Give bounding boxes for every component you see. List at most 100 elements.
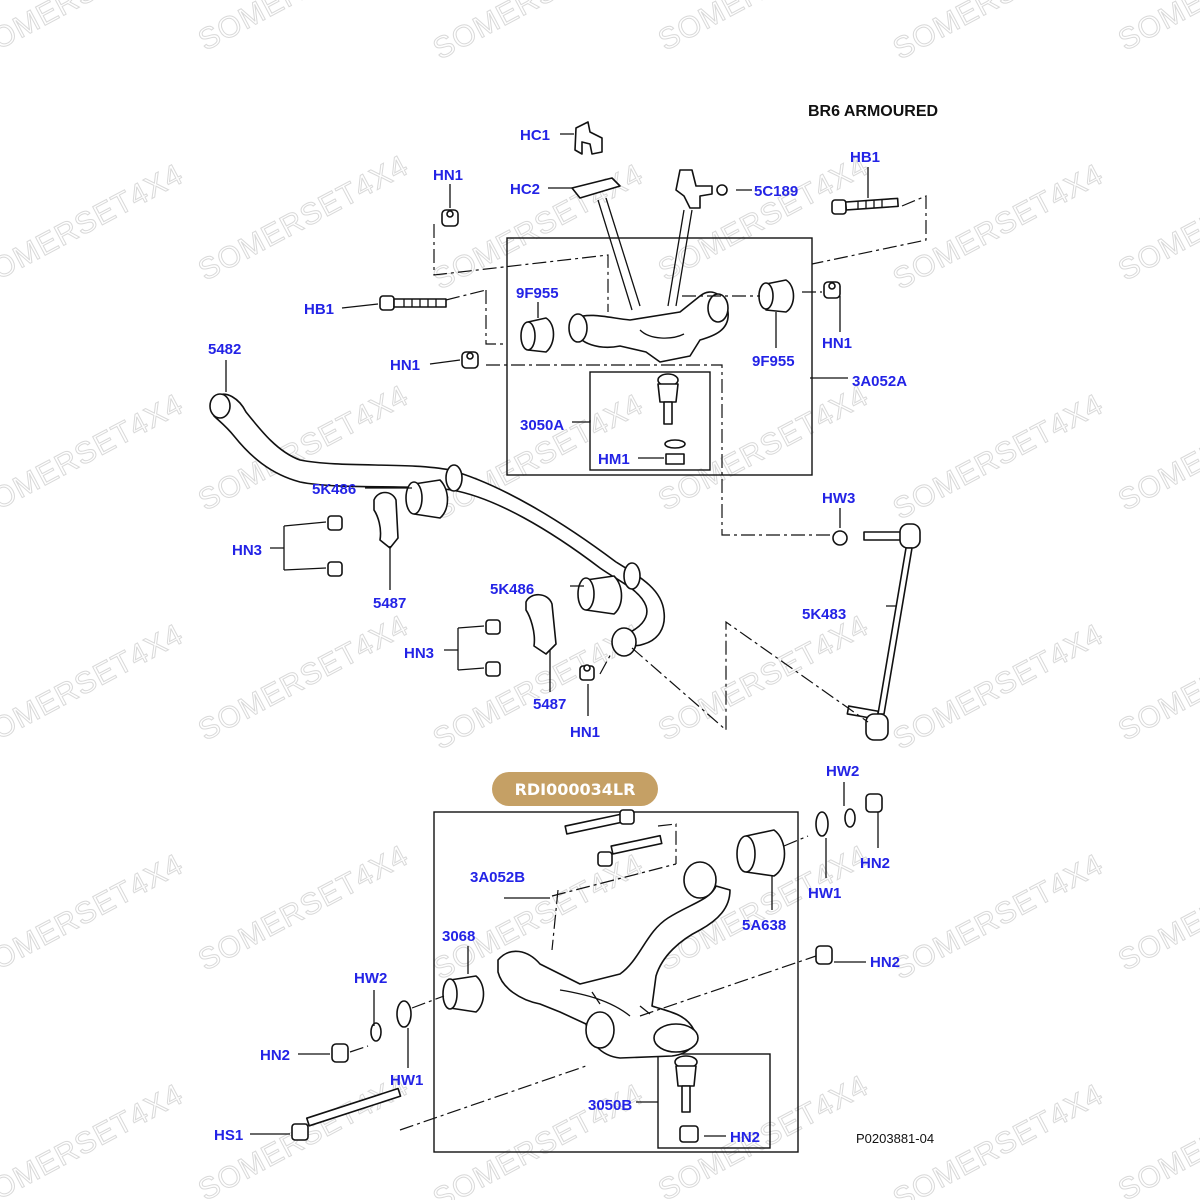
- nut-hn3-a1: [327, 515, 343, 531]
- watermark: SOMERSET4X4: [1113, 839, 1200, 977]
- label-hb1-rear: HB1: [850, 149, 880, 166]
- label-hb1-front: HB1: [304, 301, 334, 318]
- label-hn2-ball: HN2: [730, 1129, 760, 1146]
- axis-line-lower-top: [551, 823, 809, 951]
- stabiliser-bar-collar-a: [445, 464, 463, 492]
- leader-5c189: [667, 209, 693, 307]
- washer-hw1-rear: [815, 811, 829, 837]
- axis-line-hb1-rear: [811, 195, 927, 265]
- watermark: SOMERSET4X4: [888, 158, 1109, 296]
- label-hn2-rear: HN2: [860, 855, 890, 872]
- lower-arm-rear-eye: [683, 861, 717, 899]
- plate-hc2: [571, 177, 621, 199]
- label-9f955-front: 9F955: [516, 285, 559, 302]
- diagram-title: BR6 ARMOURED: [808, 103, 938, 120]
- label-3050a: 3050A: [520, 417, 564, 434]
- watermark: SOMERSET4X4: [0, 1078, 189, 1200]
- label-3068: 3068: [442, 928, 475, 945]
- nut-hn3-a2: [327, 561, 343, 577]
- ball-joint-lower-box: [657, 1053, 771, 1149]
- label-hc1: HC1: [520, 127, 550, 144]
- drop-link-5k483: [832, 523, 921, 741]
- label-hn2-front: HN2: [260, 1047, 290, 1064]
- part-number-badge[interactable]: RDI000034LR: [492, 772, 658, 806]
- watermark: SOMERSET4X4: [193, 0, 414, 57]
- label-3a052b: 3A052B: [470, 869, 525, 886]
- bush-3068: [442, 975, 485, 1013]
- label-hn2-mid: HN2: [870, 954, 900, 971]
- bolt-rdi-a: [564, 809, 635, 835]
- nut-hn3-b2: [485, 661, 501, 677]
- label-5a638: 5A638: [742, 917, 786, 934]
- stabiliser-bar-collar-b: [623, 562, 641, 590]
- bolt-hb1-rear: [831, 197, 899, 215]
- label-hn1-right: HN1: [822, 335, 852, 352]
- nut-hn2-mid: [815, 945, 833, 965]
- axis-line-hn1-lower: [599, 651, 613, 675]
- upper-arm: [575, 291, 729, 363]
- label-3a052a: 3A052A: [852, 373, 907, 390]
- bush-5k486-b: [577, 575, 623, 615]
- upper-arm-box: [506, 237, 813, 476]
- badge-label: RDI000034LR: [515, 780, 636, 799]
- sensor-bracket-5c189: [675, 169, 713, 209]
- nut-hn2-front: [331, 1043, 349, 1063]
- sensor-nut-5c189: [716, 184, 728, 196]
- bolt-rdi-b: [597, 834, 663, 867]
- clamp-5487-a: [373, 491, 399, 549]
- watermark: SOMERSET4X4: [888, 0, 1109, 66]
- bolt-hs1: [291, 1087, 402, 1141]
- label-hn3-a: HN3: [232, 542, 262, 559]
- clamp-5487-b: [525, 593, 557, 655]
- watermark: SOMERSET4X4: [0, 158, 189, 296]
- label-hc2: HC2: [510, 181, 540, 198]
- watermark: SOMERSET4X4: [428, 0, 649, 66]
- watermark: SOMERSET4X4: [1113, 149, 1200, 287]
- label-5k483: 5K483: [802, 606, 846, 623]
- label-hw3: HW3: [822, 490, 855, 507]
- stabiliser-bar-end-eye: [209, 393, 231, 419]
- watermark: SOMERSET4X4: [1113, 0, 1200, 57]
- bush-5a638: [736, 829, 786, 877]
- label-9f955-rear: 9F955: [752, 353, 795, 370]
- label-hw1-rear: HW1: [808, 885, 841, 902]
- axis-line-upper-mid: [445, 289, 830, 536]
- watermark: SOMERSET4X4: [888, 618, 1109, 756]
- label-5487-b: 5487: [533, 696, 566, 713]
- label-hn1-left: HN1: [390, 357, 420, 374]
- nut-hn1-right: [823, 281, 841, 299]
- label-hn1-lower: HN1: [570, 724, 600, 741]
- label-hm1: HM1: [598, 451, 630, 468]
- axis-line-upper-left: [433, 224, 609, 345]
- watermark: SOMERSET4X4: [0, 0, 189, 66]
- nut-hn2-rear: [865, 793, 883, 813]
- label-hs1: HS1: [214, 1127, 243, 1144]
- lower-arm-front-eye: [585, 1011, 615, 1049]
- nut-hn1-left: [461, 351, 479, 369]
- label-hn3-b: HN3: [404, 645, 434, 662]
- washer-hw2-front: [370, 1022, 382, 1042]
- bush-5k486-a: [405, 479, 449, 519]
- upper-arm-rib: [639, 329, 685, 339]
- ball-joint-3050a: [657, 373, 686, 465]
- watermark: SOMERSET4X4: [888, 388, 1109, 526]
- bolt-hb1-front: [379, 295, 447, 311]
- bracket-hc1: [574, 121, 603, 155]
- nut-hn3-b1: [485, 619, 501, 635]
- axis-line-drop-link: [631, 620, 869, 732]
- ball-joint-3050b: [674, 1055, 699, 1143]
- axis-line-upper-right: [682, 291, 822, 297]
- stabiliser-bar-end-eye-b: [611, 627, 637, 657]
- nut-hn1-top: [441, 209, 459, 227]
- watermark: SOMERSET4X4: [193, 609, 414, 747]
- watermark: SOMERSET4X4: [1113, 609, 1200, 747]
- watermark: SOMERSET4X4: [653, 0, 874, 57]
- watermark: SOMERSET4X4: [1113, 379, 1200, 517]
- label-hn1-top: HN1: [433, 167, 463, 184]
- watermark: SOMERSET4X4: [0, 848, 189, 986]
- washer-hw1-front: [396, 1000, 412, 1028]
- lower-arm-ball-socket: [653, 1023, 699, 1053]
- label-hw2-front: HW2: [354, 970, 387, 987]
